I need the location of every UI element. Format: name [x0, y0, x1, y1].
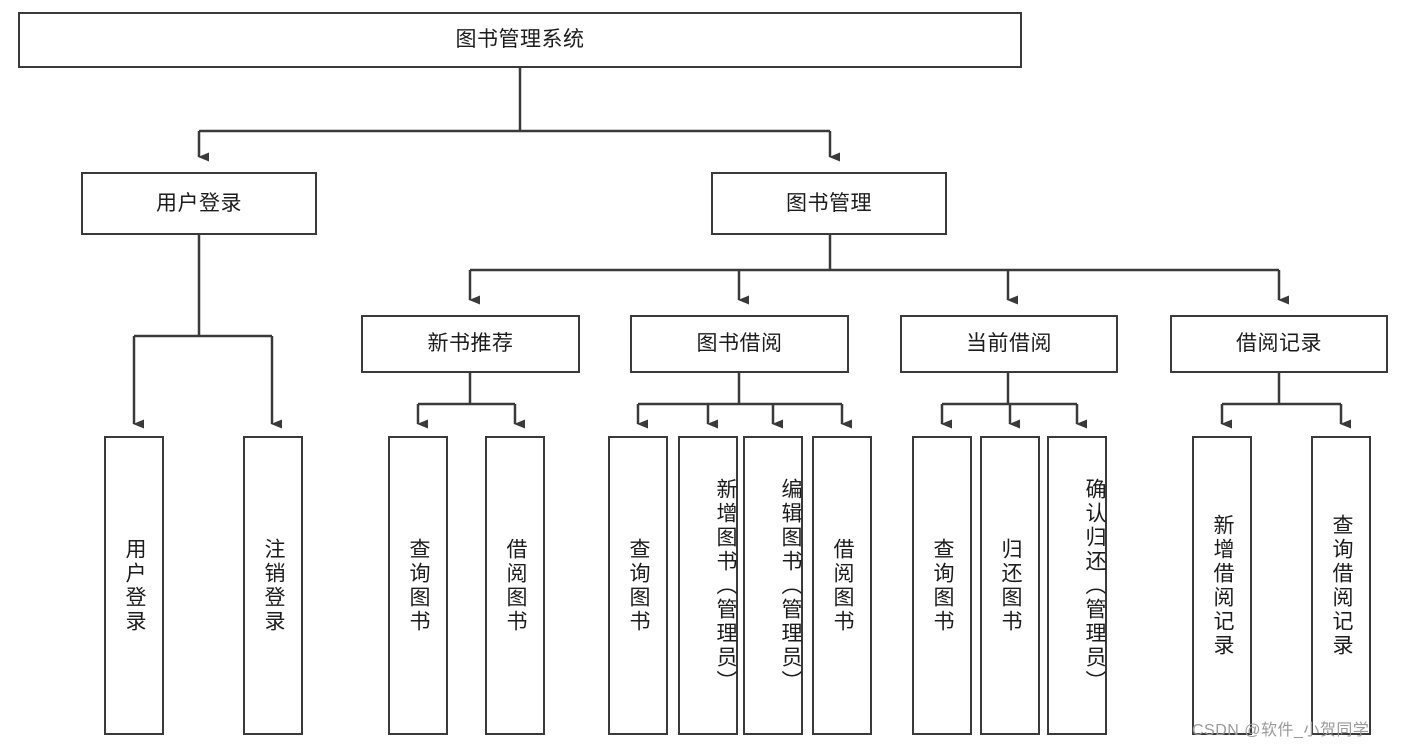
node-user-login-label: 用户登录 [156, 191, 242, 215]
leaf-current-confirm-return[interactable]: 确认归还（管理员） [1047, 436, 1107, 735]
leaf-borrow-add-book-label: 新增图书（管理员） [714, 477, 737, 694]
leaf-current-return-book[interactable]: 归还图书 [980, 436, 1040, 735]
leaf-user-login-label: 用户登录 [123, 537, 147, 634]
leaf-borrow-add-book[interactable]: 新增图书（管理员） [678, 436, 738, 735]
node-new-book-recommend-label: 新书推荐 [427, 332, 514, 356]
leaf-record-add[interactable]: 新增借阅记录 [1192, 436, 1252, 735]
leaf-current-return-book-label: 归还图书 [999, 537, 1023, 634]
leaf-current-query-book[interactable]: 查询图书 [912, 436, 972, 735]
leaf-record-query[interactable]: 查询借阅记录 [1311, 436, 1371, 735]
leaf-recommend-query-book-label: 查询图书 [407, 537, 431, 634]
leaf-borrow-edit-book[interactable]: 编辑图书（管理员） [743, 436, 803, 735]
leaf-borrow-edit-book-label: 编辑图书（管理员） [779, 477, 802, 694]
node-root-system-label: 图书管理系统 [455, 28, 585, 52]
node-current-borrow-label: 当前借阅 [966, 332, 1052, 356]
leaf-recommend-query-book[interactable]: 查询图书 [388, 436, 448, 735]
node-current-borrow[interactable]: 当前借阅 [900, 315, 1118, 373]
leaf-record-add-label: 新增借阅记录 [1211, 513, 1235, 658]
leaf-current-query-book-label: 查询图书 [931, 537, 955, 634]
node-new-book-recommend[interactable]: 新书推荐 [361, 315, 580, 373]
leaf-user-logout[interactable]: 注销登录 [243, 436, 303, 735]
leaf-recommend-borrow-book-label: 借阅图书 [504, 537, 528, 634]
leaf-current-confirm-return-label: 确认归还（管理员） [1083, 477, 1106, 694]
node-book-borrow-label: 图书借阅 [696, 332, 783, 356]
node-book-management[interactable]: 图书管理 [711, 172, 947, 235]
leaf-borrow-borrow-book[interactable]: 借阅图书 [812, 436, 872, 735]
leaf-user-logout-label: 注销登录 [262, 537, 286, 634]
watermark-text: CSDN @软件_小贺同学 [1192, 722, 1370, 739]
node-book-management-label: 图书管理 [786, 191, 872, 215]
node-borrow-record-label: 借阅记录 [1236, 332, 1322, 356]
node-borrow-record[interactable]: 借阅记录 [1170, 315, 1388, 373]
leaf-record-query-label: 查询借阅记录 [1330, 513, 1354, 658]
leaf-borrow-query-book[interactable]: 查询图书 [608, 436, 668, 735]
leaf-borrow-query-book-label: 查询图书 [627, 537, 651, 634]
node-book-borrow[interactable]: 图书借阅 [630, 315, 849, 373]
leaf-user-login[interactable]: 用户登录 [104, 436, 164, 735]
node-user-login[interactable]: 用户登录 [81, 172, 317, 235]
leaf-borrow-borrow-book-label: 借阅图书 [831, 537, 855, 634]
node-root-system[interactable]: 图书管理系统 [18, 12, 1022, 68]
leaf-recommend-borrow-book[interactable]: 借阅图书 [485, 436, 545, 735]
